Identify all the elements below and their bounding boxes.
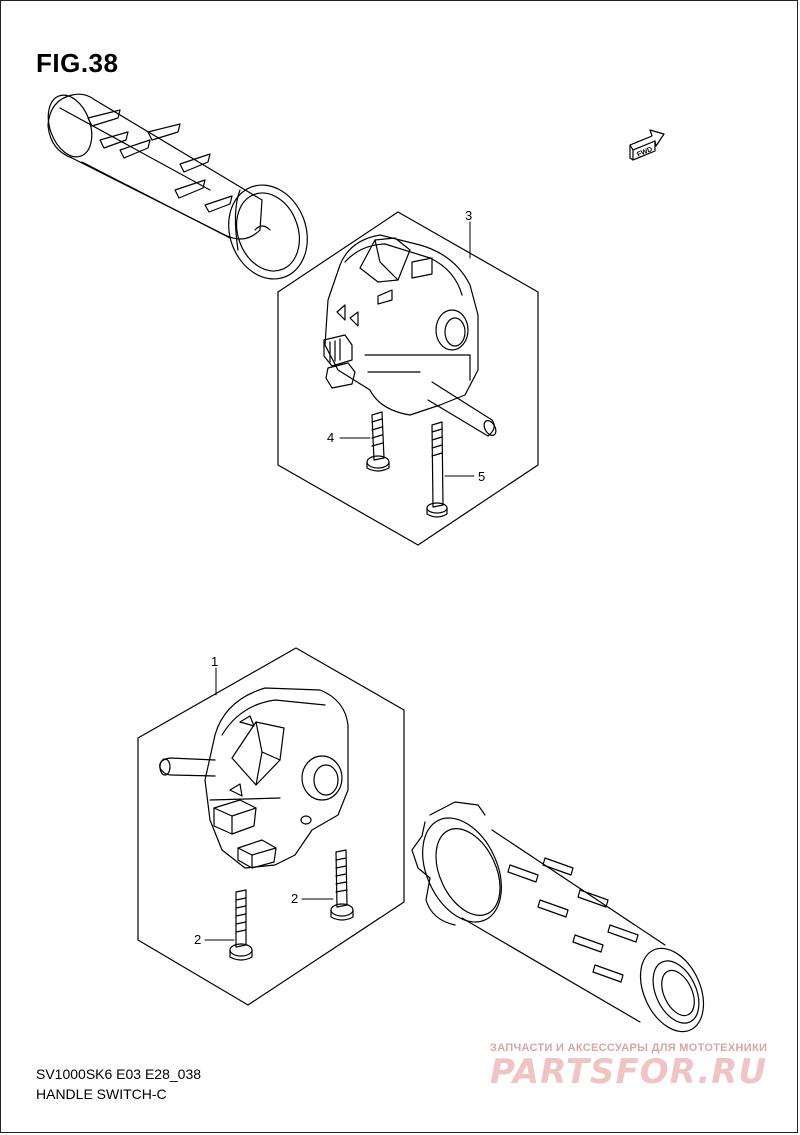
left-grip[interactable] (40, 89, 320, 290)
right-throttle-grip[interactable] (407, 801, 716, 1042)
left-handle-switch[interactable] (159, 687, 349, 869)
watermark-tagline: ЗАПЧАСТИ И АКСЕССУАРЫ ДЛЯ МОТОТЕХНИКИ (490, 1042, 768, 1054)
screw-2-right[interactable] (330, 849, 354, 921)
assembly-box-3 (277, 211, 539, 546)
callout-2-right: 2 (291, 891, 298, 906)
watermark-brand[interactable]: PARTSFOR.RU (490, 1052, 768, 1092)
callout-3: 3 (465, 208, 472, 223)
right-handle-switch[interactable] (323, 234, 498, 437)
callout-2-left: 2 (194, 932, 201, 947)
section-name: HANDLE SWITCH-C (36, 1086, 167, 1102)
figure-title: FIG.38 (36, 48, 119, 78)
callout-4: 4 (327, 430, 334, 445)
callout-5: 5 (478, 469, 485, 484)
screw-2-left[interactable] (229, 889, 253, 961)
assembly-box-1 (137, 647, 405, 1006)
fwd-arrow-icon (629, 129, 665, 161)
screw-4[interactable] (366, 411, 390, 472)
callout-1: 1 (211, 654, 218, 669)
screw-5[interactable] (426, 421, 448, 518)
model-code: SV1000SK6 E03 E28_038 (36, 1066, 202, 1082)
